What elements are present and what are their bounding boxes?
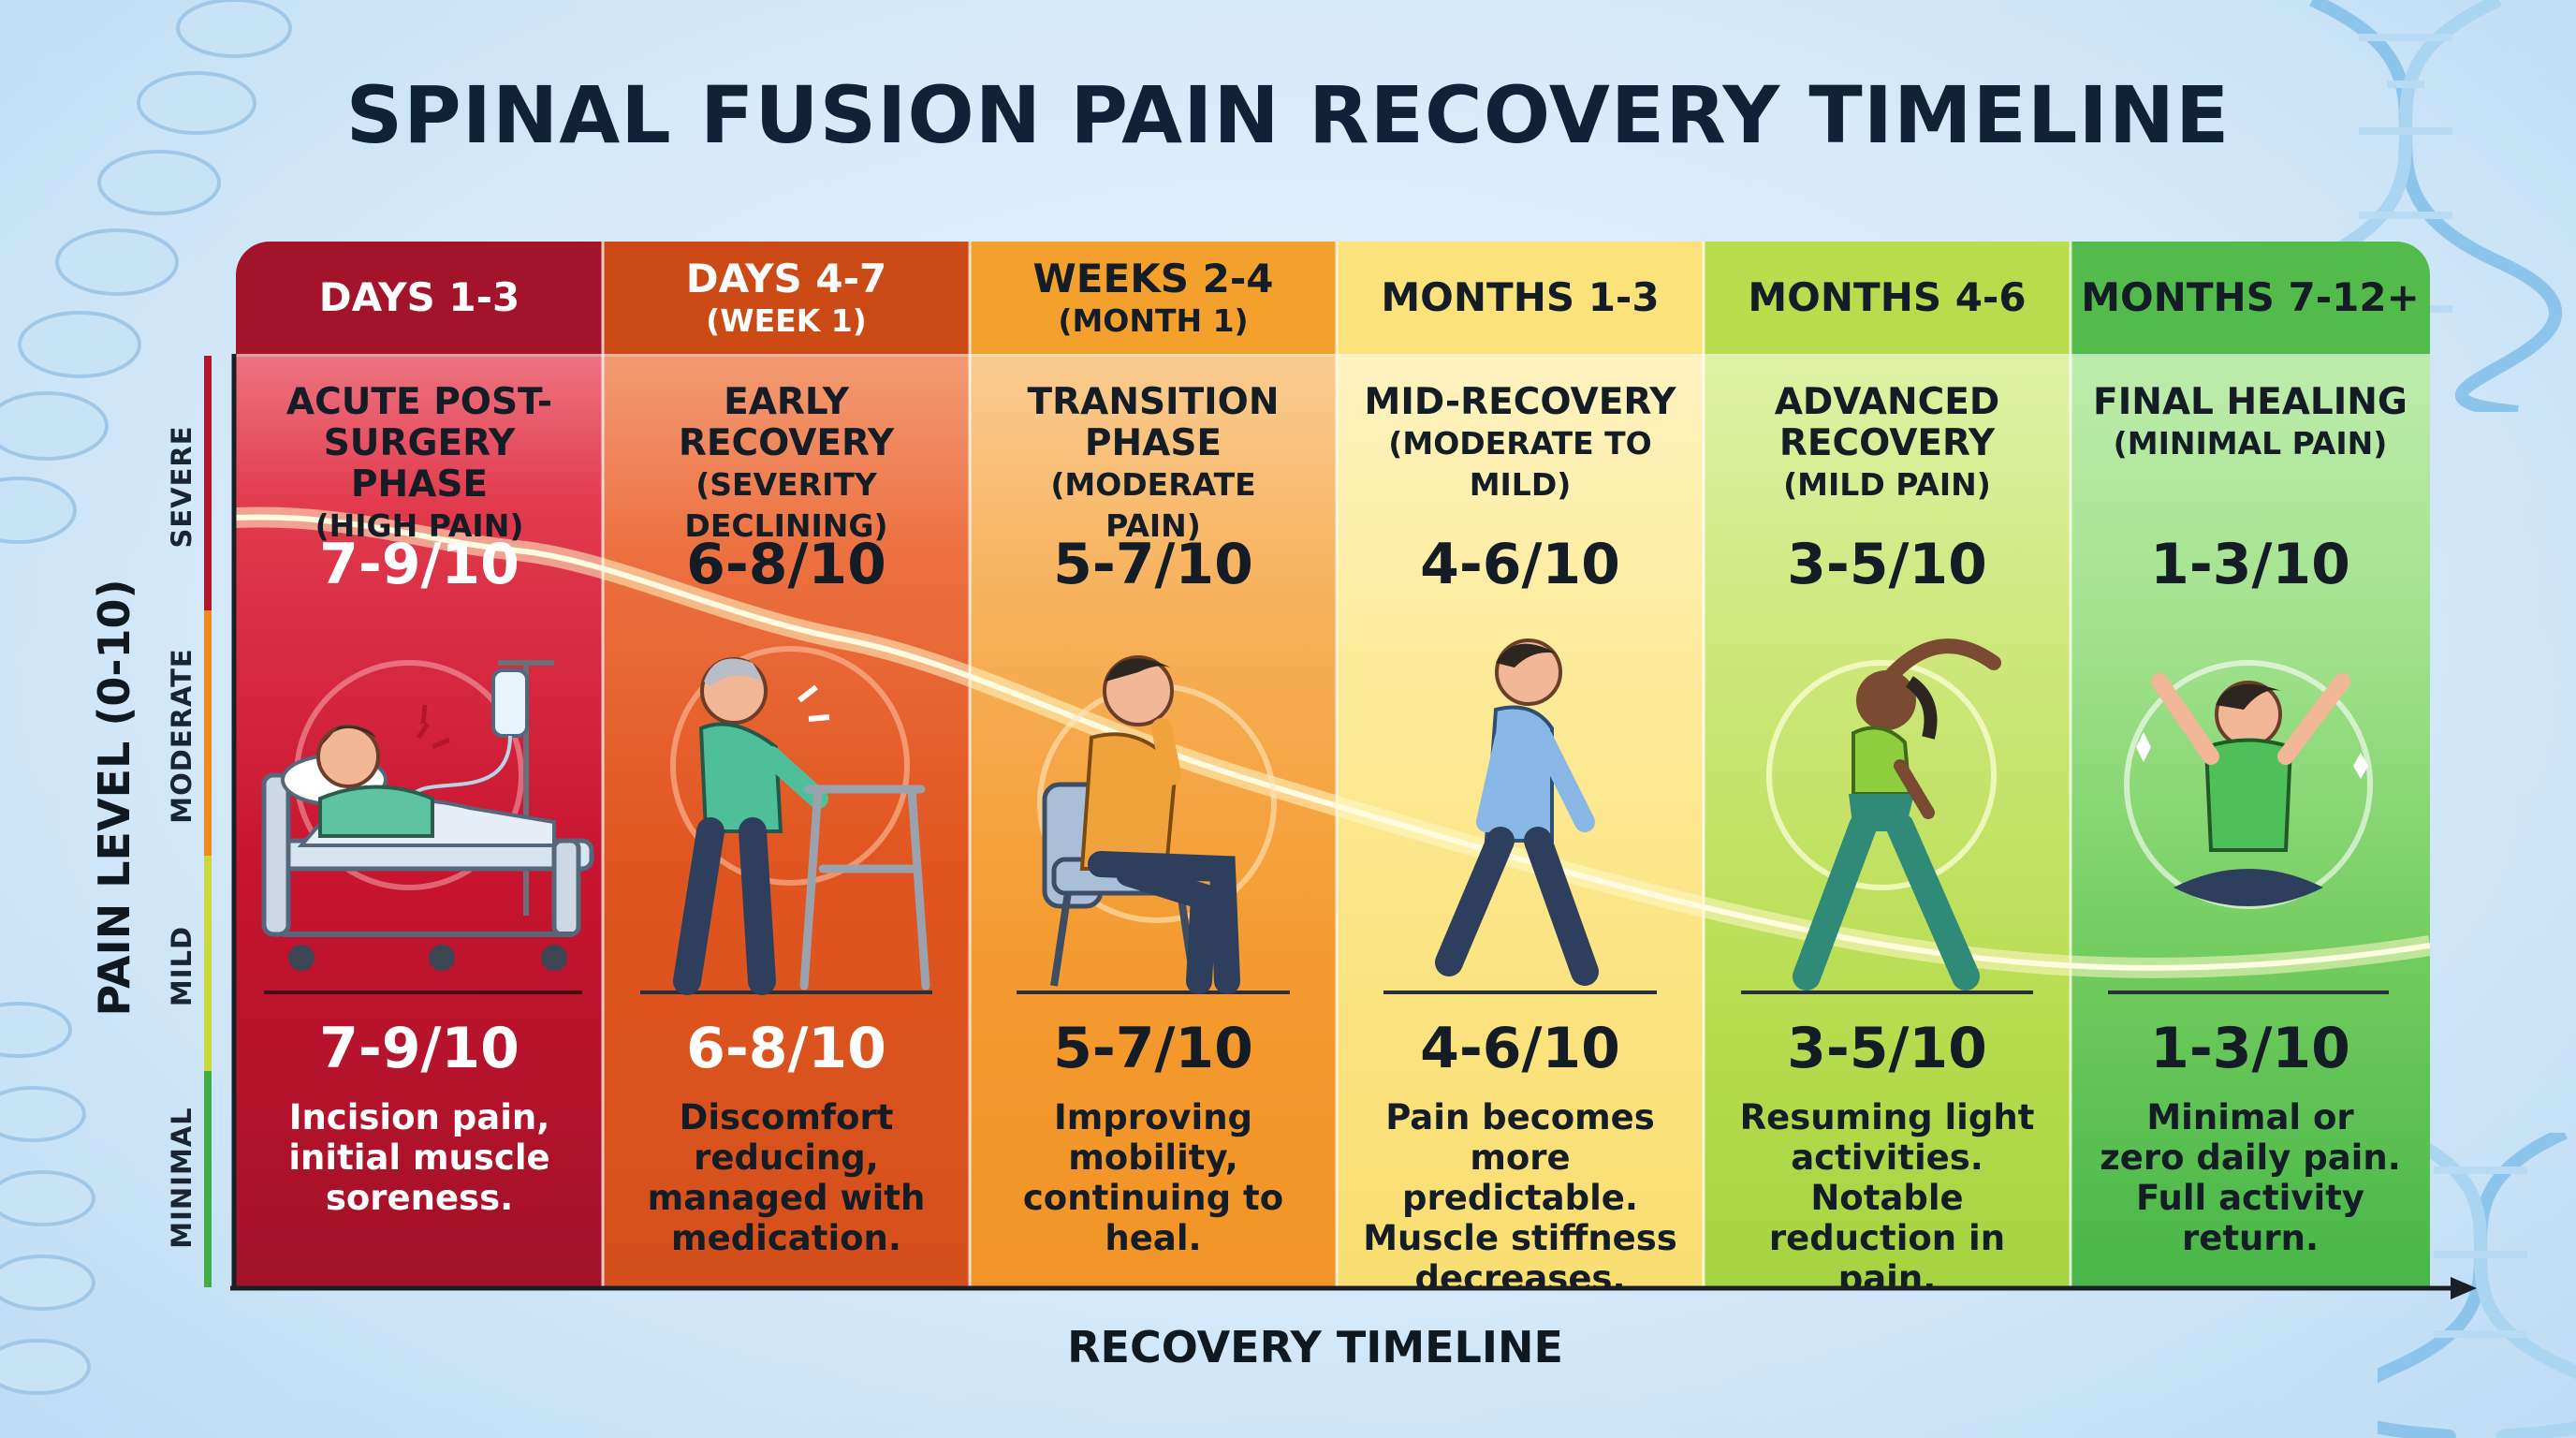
phase-label: ADVANCED RECOVERY (MILD PAIN) (1732, 382, 2042, 506)
pain-score-repeat: 4-6/10 (1420, 1016, 1620, 1081)
ground-line (264, 990, 582, 994)
page-title: SPINAL FUSION PAIN RECOVERY TIMELINE (345, 69, 2231, 161)
phase-description: Improving mobility, continuing to heal. (1022, 1097, 1284, 1258)
phase-label: TRANSITION PHASE (MODERATE PAIN) (998, 382, 1309, 547)
phase-label: MID-RECOVERY (MODERATE TO MILD) (1346, 382, 1694, 506)
pain-score: 6-8/10 (686, 532, 886, 597)
column-header: DAYS 1-3 (236, 242, 603, 357)
x-axis-arrow (230, 1277, 2477, 1299)
phase-description: Pain becomes more predictable. Muscle st… (1363, 1097, 1677, 1287)
woman-stretching-icon (1766, 638, 2001, 990)
phase-label: FINAL HEALING (MINIMAL PAIN) (2080, 382, 2421, 464)
y-axis-bar-severe (204, 356, 212, 610)
dna-decoration-icon (2378, 1133, 2576, 1438)
phase-description: Incision pain, initial muscle soreness. (288, 1097, 550, 1218)
pain-score: 4-6/10 (1420, 532, 1620, 597)
phase-subtitle: (MODERATE PAIN) (1050, 466, 1256, 544)
pain-score-repeat: 3-5/10 (1787, 1016, 1987, 1081)
pain-score: 3-5/10 (1787, 532, 1987, 597)
phase-subtitle: (MODERATE TO MILD) (1388, 425, 1652, 503)
ground-line (1017, 990, 1290, 994)
pain-score-repeat: 5-7/10 (1053, 1016, 1253, 1081)
column-header: MONTHS 7-12+ (2071, 242, 2430, 357)
period-sub-label: (WEEK 1) (706, 302, 867, 339)
ground-line (1741, 990, 2033, 994)
phase-label: EARLY RECOVERY (SEVERITY DECLINING) (612, 382, 960, 547)
column-header: DAYS 4-7 (WEEK 1) (603, 242, 970, 357)
level-label-moderate: MODERATE (166, 648, 198, 824)
y-axis-bar-minimal (204, 1071, 212, 1287)
phase-title: ACUTE POST-SURGERY PHASE (285, 381, 553, 506)
spine-decoration-icon (0, 0, 292, 544)
man-sitting-in-chair-icon (1037, 655, 1277, 994)
ground-line (1383, 990, 1657, 994)
period-label: MONTHS 4-6 (1748, 274, 2027, 320)
period-sub-label: (MONTH 1) (1058, 302, 1249, 339)
period-label: MONTHS 7-12+ (2081, 274, 2420, 320)
phase-title: ADVANCED RECOVERY (1774, 381, 2000, 464)
column-header: MONTHS 1-3 (1337, 242, 1704, 357)
level-label-minimal: MINIMAL (166, 1107, 198, 1249)
level-label-severe: SEVERE (166, 425, 198, 549)
phase-label: ACUTE POST-SURGERY PHASE (HIGH PAIN) (245, 382, 593, 547)
period-label: WEEKS 2-4 (1032, 256, 1274, 301)
period-label: DAYS 4-7 (685, 256, 887, 301)
phase-description: Resuming light activities. Notable reduc… (1739, 1097, 2035, 1287)
timeline-chart: DAYS 1-3 DAYS 4-7 (WEEK 1) WEEKS 2-4 (MO… (236, 242, 2430, 1287)
phase-subtitle: (SEVERITY DECLINING) (684, 466, 888, 544)
pain-score: 1-3/10 (2150, 532, 2350, 597)
column-dividers (601, 242, 2072, 1287)
ground-line (640, 990, 932, 994)
pain-score: 7-9/10 (319, 532, 520, 597)
phase-description: Minimal or zero daily pain. Full activit… (2100, 1097, 2401, 1258)
phase-title: TRANSITION PHASE (1027, 381, 1280, 464)
y-axis-label: PAIN LEVEL (0-10) (89, 579, 139, 1017)
pain-score-repeat: 6-8/10 (686, 1016, 886, 1081)
y-axis-arrow-tick (231, 354, 237, 1288)
y-axis-bar-mild (204, 856, 212, 1071)
pain-score-repeat: 1-3/10 (2150, 1016, 2350, 1081)
phase-subtitle: (MINIMAL PAIN) (2113, 425, 2388, 462)
man-with-walker-icon (670, 646, 930, 995)
man-walking-icon (1435, 638, 1599, 986)
spine-decoration-icon (0, 1002, 95, 1395)
phase-description: Discomfort reducing, managed with medica… (647, 1097, 926, 1258)
phase-subtitle: (MILD PAIN) (1783, 466, 1991, 503)
phase-subtitle: (HIGH PAIN) (315, 507, 524, 544)
pain-score-repeat: 7-9/10 (319, 1016, 520, 1081)
pain-score: 5-7/10 (1053, 532, 1253, 597)
level-label-mild: MILD (166, 925, 198, 1007)
column-header: WEEKS 2-4 (MONTH 1) (970, 242, 1337, 357)
period-label: DAYS 1-3 (318, 274, 520, 320)
patient-in-bed-icon (261, 660, 594, 971)
ground-line (2108, 990, 2389, 994)
man-celebrating-icon (2124, 660, 2373, 909)
x-axis-label: RECOVERY TIMELINE (1067, 1322, 1563, 1372)
phase-title: FINAL HEALING (2093, 381, 2408, 423)
column-header: MONTHS 4-6 (1704, 242, 2071, 357)
phase-title: MID-RECOVERY (1364, 381, 1676, 423)
period-label: MONTHS 1-3 (1381, 274, 1660, 320)
y-axis-bar-moderate (204, 610, 212, 856)
phase-title: EARLY RECOVERY (678, 381, 895, 464)
